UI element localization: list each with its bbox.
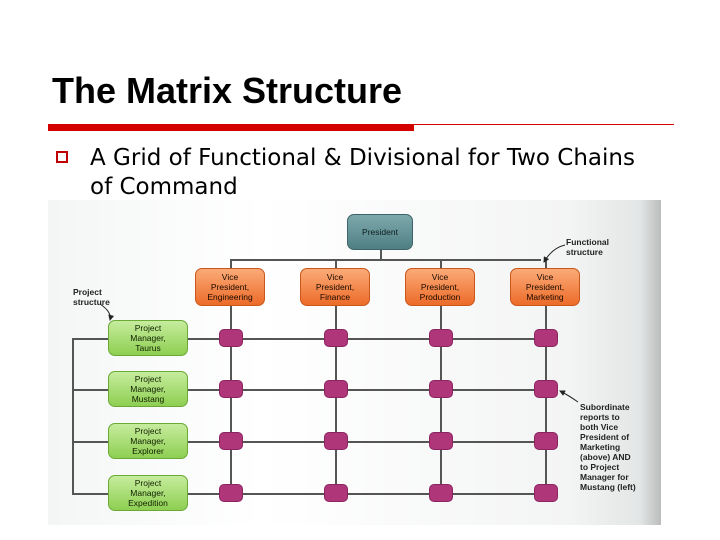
president-box: President xyxy=(347,214,413,250)
subordinate-node xyxy=(534,484,558,502)
subordinate-node xyxy=(324,329,348,347)
pm-explorer-box: Project Manager, Explorer xyxy=(108,423,188,459)
pm-taurus-box: Project Manager, Taurus xyxy=(108,320,188,356)
connector-president-down xyxy=(380,250,382,259)
project-bracket-row-3 xyxy=(72,441,108,443)
project-bracket-row-2 xyxy=(72,389,108,391)
square-bullet-icon xyxy=(56,151,68,163)
column-line-1 xyxy=(230,306,232,496)
subordinate-node xyxy=(219,432,243,450)
row-line-3 xyxy=(188,441,545,443)
subordinate-node xyxy=(219,484,243,502)
subordinate-node xyxy=(429,380,453,398)
vp-engineering-box: Vice President, Engineering xyxy=(195,268,265,306)
project-bracket-row-4 xyxy=(72,493,108,495)
subordinate-node xyxy=(429,432,453,450)
vp-production-box: Vice President, Production xyxy=(405,268,475,306)
project-structure-arrow xyxy=(99,303,115,321)
subordinate-note-label: Subordinate reports to both Vice Preside… xyxy=(580,402,636,492)
vp-marketing-box: Vice President, Marketing xyxy=(510,268,580,306)
subordinate-node xyxy=(534,329,558,347)
project-bracket-row-1 xyxy=(72,338,108,340)
subordinate-note-arrow xyxy=(559,390,579,403)
row-line-2 xyxy=(188,389,545,391)
connector-vp-bar xyxy=(230,259,541,261)
subordinate-node xyxy=(219,329,243,347)
vp-finance-box: Vice President, Finance xyxy=(300,268,370,306)
functional-structure-arrow xyxy=(543,244,566,263)
row-line-4 xyxy=(188,493,545,495)
bullet-text: A Grid of Functional & Divisional for Tw… xyxy=(90,145,635,200)
subordinate-node xyxy=(534,432,558,450)
column-line-2 xyxy=(335,306,337,496)
project-bracket-vertical xyxy=(72,338,74,494)
connector-vp-drop-2 xyxy=(335,259,337,268)
pm-mustang-box: Project Manager, Mustang xyxy=(108,371,188,407)
project-structure-label: Project structure xyxy=(73,287,110,307)
connector-vp-drop-4 xyxy=(545,259,547,268)
subordinate-node xyxy=(324,484,348,502)
matrix-diagram-figure xyxy=(48,200,661,525)
connector-vp-drop-1 xyxy=(230,259,232,268)
column-line-3 xyxy=(440,306,442,496)
functional-structure-label: Functional structure xyxy=(566,237,609,257)
row-line-1 xyxy=(188,338,545,340)
subordinate-node xyxy=(324,432,348,450)
subordinate-node xyxy=(429,329,453,347)
subordinate-node xyxy=(534,380,558,398)
title-underline-rule xyxy=(414,124,674,125)
subordinate-node xyxy=(219,380,243,398)
slide-title: The Matrix Structure xyxy=(52,70,403,111)
figure-edge-shadow xyxy=(640,200,661,525)
column-line-4 xyxy=(545,306,547,496)
pm-expedition-box: Project Manager, Expedition xyxy=(108,475,188,511)
title-underline-accent xyxy=(48,124,414,131)
subordinate-node xyxy=(429,484,453,502)
connector-vp-drop-3 xyxy=(440,259,442,268)
subordinate-node xyxy=(324,380,348,398)
